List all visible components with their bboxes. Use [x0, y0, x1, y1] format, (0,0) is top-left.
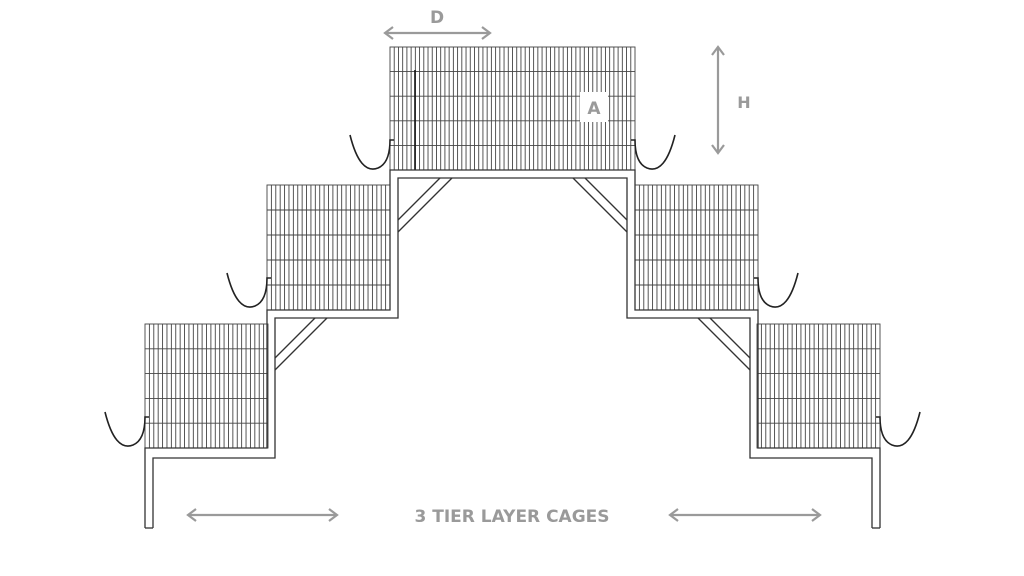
cage-label: A [587, 99, 601, 119]
cage-mid-right [634, 184, 759, 311]
width-arrow-left [186, 508, 339, 522]
feeder-trough [631, 134, 676, 170]
feeder-trough [754, 272, 799, 308]
cage-bottom-right [756, 323, 881, 449]
cage-mid-left [266, 184, 391, 311]
cage-grids [144, 46, 881, 449]
width-arrow-right [668, 508, 822, 522]
brace-mid-left [274, 317, 328, 371]
dimension-arrows [186, 26, 822, 522]
feeder-trough [349, 134, 394, 170]
height-label: H [737, 93, 750, 112]
depth-arrow [383, 26, 492, 40]
frame-inner [152, 177, 873, 528]
brace-mid-right [697, 317, 751, 371]
brace-top-right [572, 177, 628, 233]
frame-outer [144, 169, 881, 528]
height-arrow [711, 45, 725, 155]
feeder-trough [104, 411, 149, 447]
brace-top-left [397, 177, 453, 233]
feeder-troughs [104, 134, 921, 447]
depth-label: D [430, 8, 444, 28]
cage-bottom-left [144, 323, 269, 449]
diagram-title: 3 TIER LAYER CAGES [414, 507, 609, 527]
feeder-trough [876, 411, 921, 447]
frame-structure [144, 169, 881, 529]
feeder-trough [226, 272, 271, 308]
